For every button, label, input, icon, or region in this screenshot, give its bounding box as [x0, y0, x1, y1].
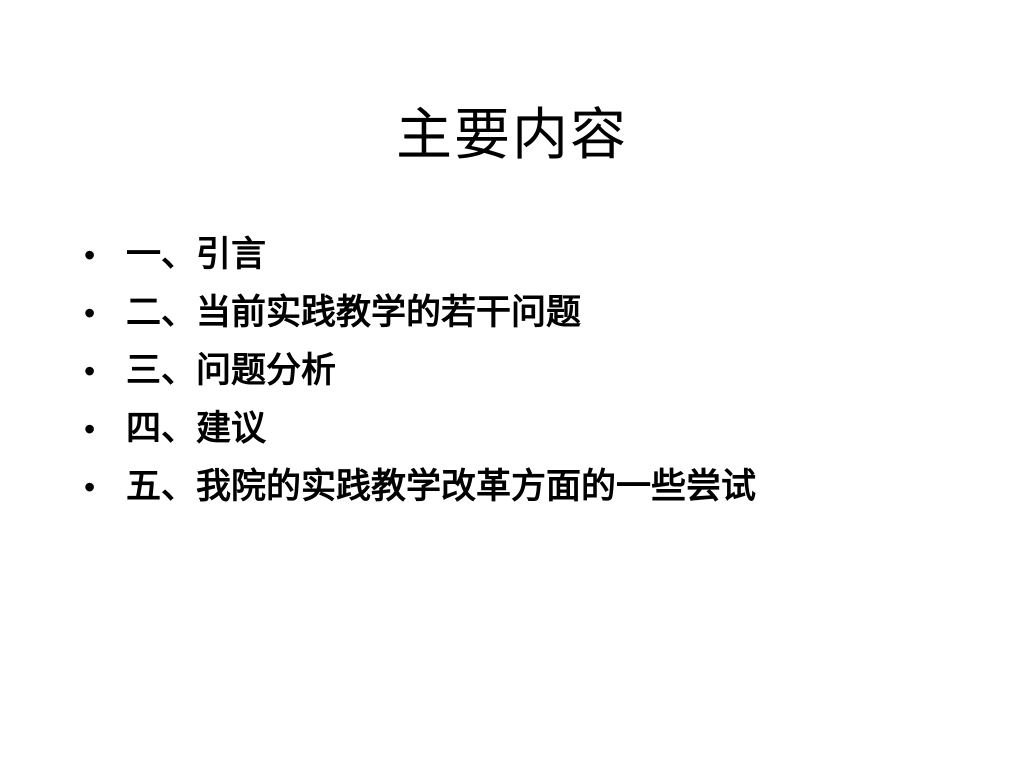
contents-list: • 一、引言 • 二、当前实践教学的若干问题 • 三、问题分析 • 四、建议 •…: [84, 226, 984, 516]
slide-title: 主要内容: [396, 103, 628, 168]
list-item-text: 四、建议: [126, 409, 267, 449]
list-item: • 四、建议: [84, 400, 984, 458]
list-item-text: 二、当前实践教学的若干问题: [126, 293, 582, 333]
bullet-icon: •: [84, 469, 96, 505]
list-item-text: 一、引言: [126, 235, 267, 275]
bullet-icon: •: [84, 295, 96, 331]
list-item: • 一、引言: [84, 226, 984, 284]
list-item-text: 三、问题分析: [126, 351, 337, 391]
list-item: • 三、问题分析: [84, 342, 984, 400]
list-item-text: 五、我院的实践教学改革方面的一些尝试: [126, 467, 757, 507]
bullet-icon: •: [84, 411, 96, 447]
bullet-icon: •: [84, 353, 96, 389]
list-item: • 五、我院的实践教学改革方面的一些尝试: [84, 458, 984, 516]
list-item: • 二、当前实践教学的若干问题: [84, 284, 984, 342]
bullet-icon: •: [84, 237, 96, 273]
